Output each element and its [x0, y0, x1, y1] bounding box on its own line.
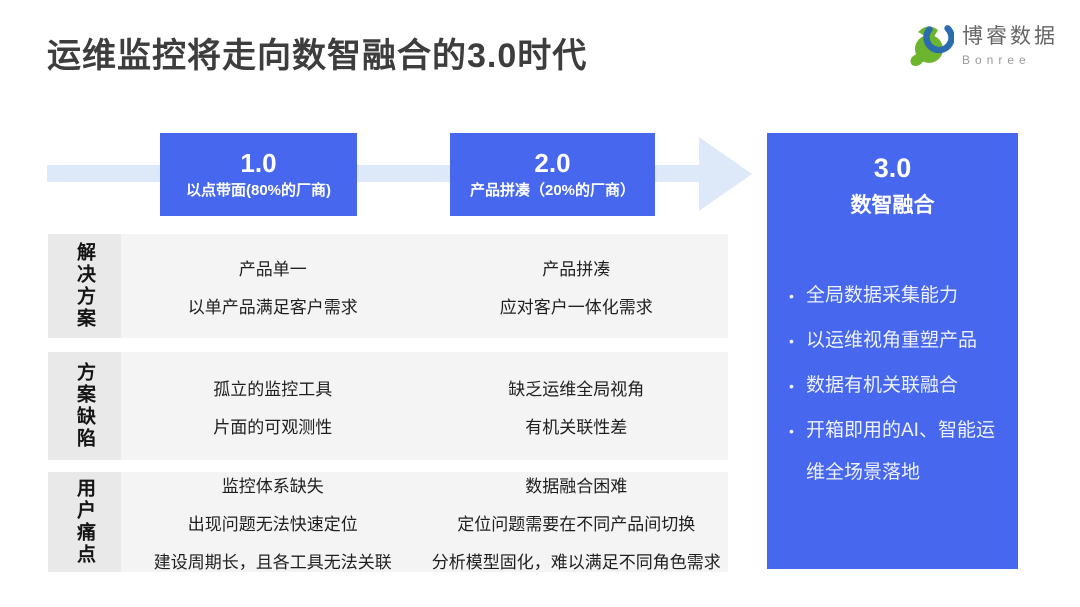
- logo-text: 博睿数据 Bonree: [962, 20, 1058, 67]
- bonree-logo: 博睿数据 Bonree: [908, 18, 1058, 68]
- cell-line: 有机关联性差: [525, 417, 628, 437]
- page-title: 运维监控将走向数智融合的3.0时代: [47, 37, 588, 75]
- row-defects-stage1-cell: 孤立的监控工具 片面的可观测性: [121, 352, 425, 460]
- bullet-dot-icon: •: [789, 288, 794, 304]
- cell-line: 缺乏运维全局视角: [508, 379, 645, 399]
- list-item: • 数据有机关联融合: [789, 365, 1004, 407]
- stage-3-panel: 3.0 数智融合 • 全局数据采集能力 • 以运维视角重塑产品 • 数据有机关联…: [767, 133, 1018, 569]
- stage-1-box: 1.0 以点带面(80%的厂商): [160, 133, 357, 216]
- bullet-dot-icon: •: [789, 423, 794, 439]
- cell-line: 定位问题需要在不同产品间切换: [457, 514, 696, 534]
- logo-name: 博睿数据: [962, 24, 1058, 48]
- row-pain-points-stage1-cell: 监控体系缺失 出现问题无法快速定位 建设周期长，且各工具无法关联: [121, 472, 425, 572]
- list-item: • 开箱即用的AI、智能运维全场景落地: [789, 410, 1004, 494]
- logo-latin-name: Bonree: [962, 52, 1031, 67]
- bullet-dot-icon: •: [789, 378, 794, 394]
- stage-3-bullet-list: • 全局数据采集能力 • 以运维视角重塑产品 • 数据有机关联融合 • 开箱即用…: [767, 275, 1018, 494]
- cell-line: 应对客户一体化需求: [499, 297, 653, 317]
- row-pain-points-label: 用户痛点: [48, 472, 121, 572]
- stage-3-version: 3.0: [873, 153, 912, 183]
- row-solution-stage2-cell: 产品拼凑 应对客户一体化需求: [425, 234, 729, 338]
- cell-line: 监控体系缺失: [221, 476, 324, 496]
- row-solution: 解决方案 产品单一 以单产品满足客户需求 产品拼凑 应对客户一体化需求: [48, 234, 728, 338]
- bonree-logo-icon: [910, 21, 954, 67]
- stage-1-version: 1.0: [240, 147, 277, 178]
- bullet-text: 数据有机关联融合: [806, 375, 959, 396]
- cell-line: 出现问题无法快速定位: [187, 514, 358, 534]
- cell-line: 分析模型固化，难以满足不同角色需求: [431, 552, 721, 572]
- bullet-dot-icon: •: [789, 333, 794, 349]
- list-item: • 全局数据采集能力: [789, 275, 1004, 317]
- stage-3-subtitle: 数智融合: [850, 194, 935, 217]
- row-pain-points-columns: 监控体系缺失 出现问题无法快速定位 建设周期长，且各工具无法关联 数据融合困难 …: [121, 472, 728, 572]
- list-item: • 以运维视角重塑产品: [789, 320, 1004, 362]
- row-pain-points-stage2-cell: 数据融合困难 定位问题需要在不同产品间切换 分析模型固化，难以满足不同角色需求: [425, 472, 729, 572]
- cell-line: 数据融合困难: [525, 476, 628, 496]
- bullet-text: 全局数据采集能力: [806, 285, 959, 306]
- row-defects: 方案缺陷 孤立的监控工具 片面的可观测性 缺乏运维全局视角 有机关联性差: [48, 352, 728, 460]
- stage-2-version: 2.0: [534, 147, 571, 178]
- timeline-arrow-head-icon: [699, 137, 752, 211]
- row-defects-label: 方案缺陷: [48, 352, 121, 460]
- row-solution-columns: 产品单一 以单产品满足客户需求 产品拼凑 应对客户一体化需求: [121, 234, 728, 338]
- bullet-text: 开箱即用的AI、智能运维全场景落地: [806, 420, 995, 483]
- stage-2-box: 2.0 产品拼凑（20%的厂商）: [450, 133, 655, 216]
- row-solution-label: 解决方案: [48, 234, 121, 338]
- cell-line: 以单产品满足客户需求: [187, 297, 358, 317]
- row-solution-stage1-cell: 产品单一 以单产品满足客户需求: [121, 234, 425, 338]
- cell-line: 产品拼凑: [542, 259, 611, 279]
- cell-line: 片面的可观测性: [213, 417, 333, 437]
- row-defects-stage2-cell: 缺乏运维全局视角 有机关联性差: [425, 352, 729, 460]
- cell-line: 孤立的监控工具: [213, 379, 333, 399]
- bullet-text: 以运维视角重塑产品: [806, 330, 978, 351]
- stage-2-subtitle: 产品拼凑（20%的厂商）: [469, 182, 636, 200]
- stage-1-subtitle: 以点带面(80%的厂商): [185, 182, 331, 200]
- cell-line: 产品单一: [238, 259, 307, 279]
- row-pain-points: 用户痛点 监控体系缺失 出现问题无法快速定位 建设周期长，且各工具无法关联 数据…: [48, 472, 728, 572]
- stage-3-heading: 3.0 数智融合: [767, 153, 1018, 219]
- row-defects-columns: 孤立的监控工具 片面的可观测性 缺乏运维全局视角 有机关联性差: [121, 352, 728, 460]
- cell-line: 建设周期长，且各工具无法关联: [153, 552, 392, 572]
